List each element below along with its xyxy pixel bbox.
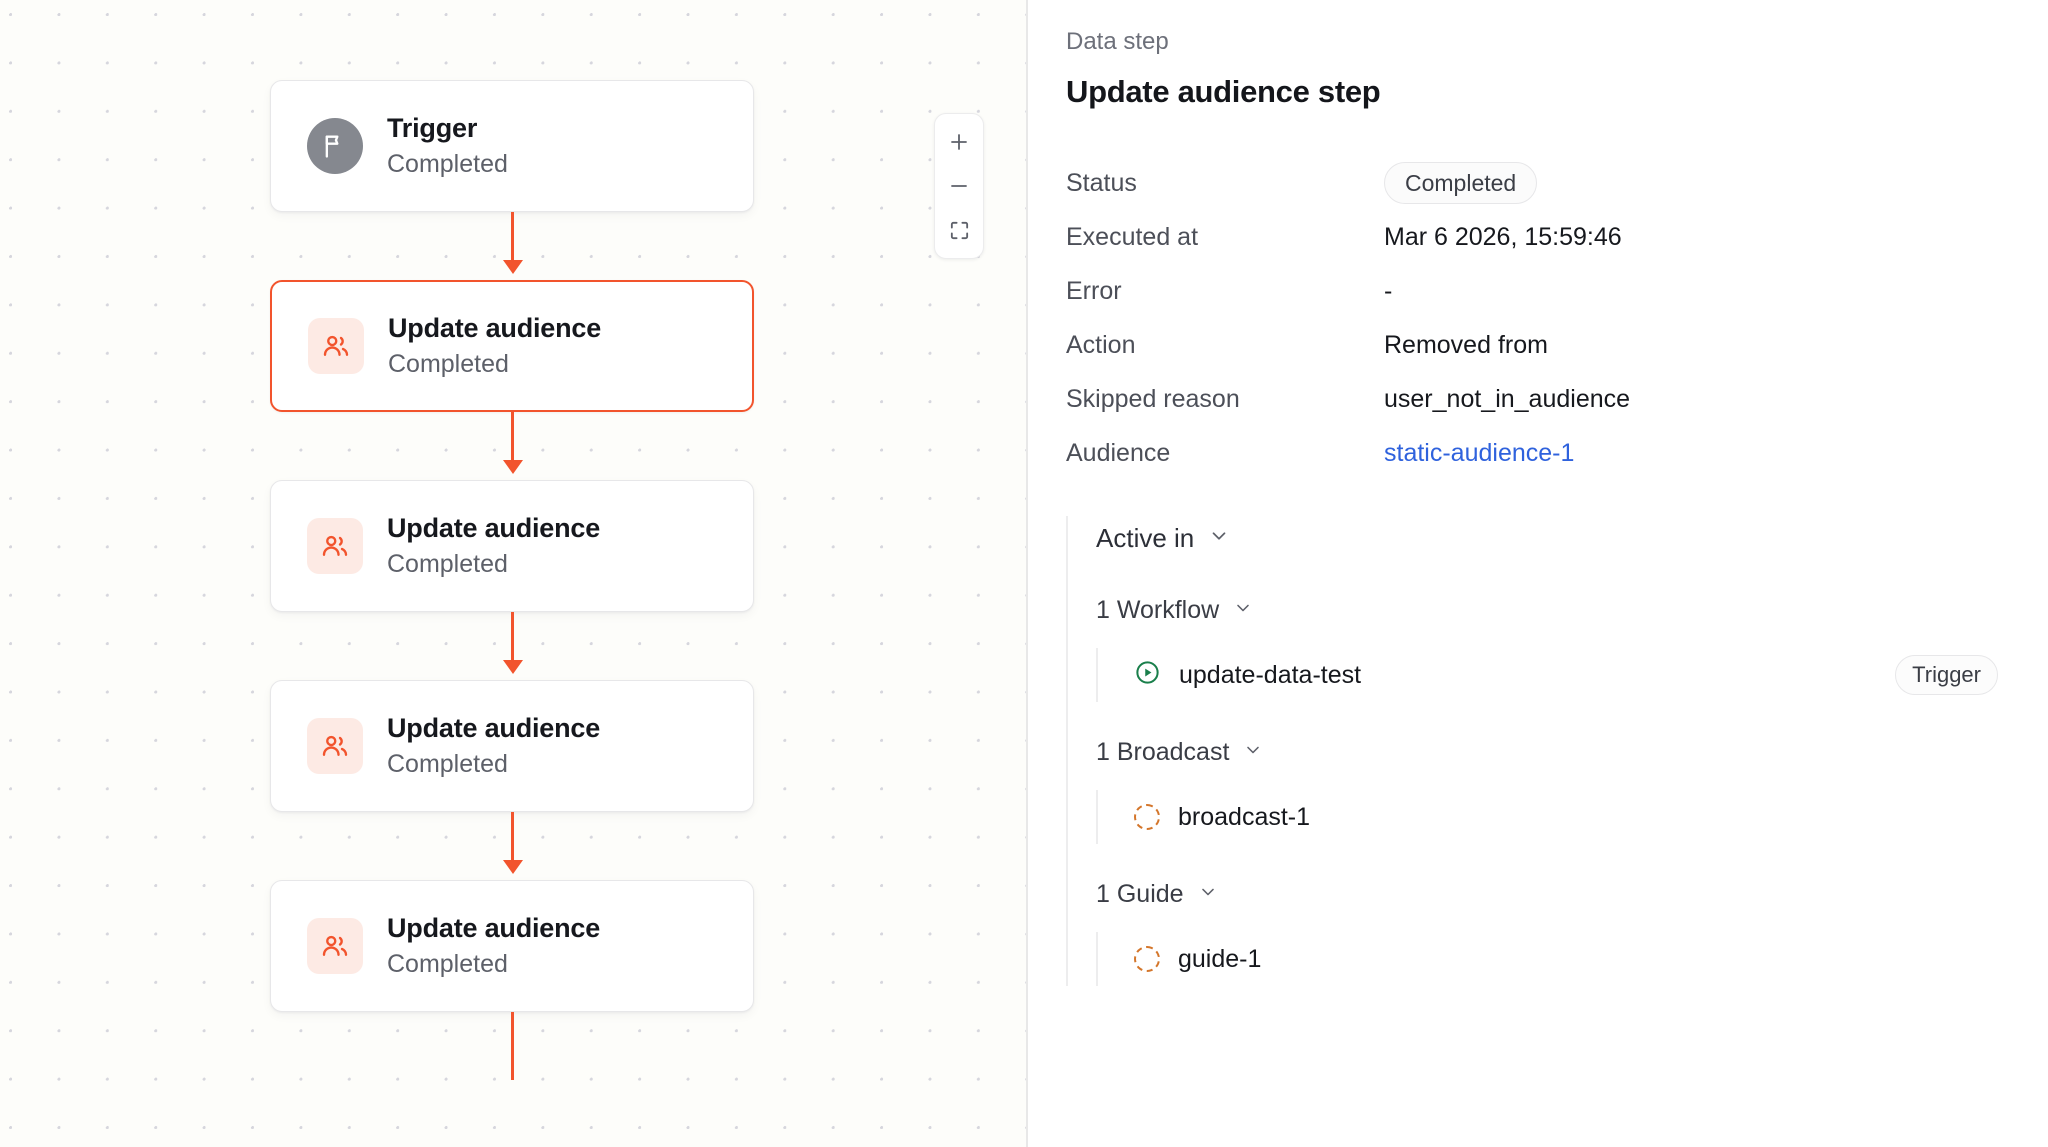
detail-value: user_not_in_audience: [1384, 384, 1631, 413]
connector-line: [511, 812, 514, 864]
list-item-label: guide-1: [1178, 944, 1262, 973]
group-label: 1 Broadcast: [1096, 737, 1230, 766]
users-icon: [307, 918, 363, 974]
users-icon: [308, 318, 364, 374]
connector-arrowhead: [503, 660, 523, 674]
node-status: Completed: [387, 550, 508, 579]
list-item[interactable]: guide-1: [1120, 932, 2006, 986]
node-text: Update audience Completed: [388, 313, 601, 379]
node-title: Update audience: [387, 913, 601, 944]
dashed-circle-icon: [1134, 804, 1160, 830]
page-title: Update audience step: [1066, 74, 1381, 109]
workflow-node-update-audience[interactable]: Update audience Completed: [270, 480, 754, 612]
connector-arrow: [270, 412, 754, 480]
users-icon: [307, 518, 363, 574]
group-toggle-workflow[interactable]: 1 Workflow: [1096, 588, 2006, 632]
detail-label: Action: [1066, 330, 1136, 359]
node-status: Completed: [387, 950, 508, 979]
detail-row-status: Status Completed: [1066, 156, 2006, 210]
detail-label: Error: [1066, 276, 1122, 305]
detail-value: Removed from: [1384, 330, 1548, 359]
connector-arrowhead: [503, 860, 523, 874]
node-text: Trigger Completed: [387, 113, 508, 179]
detail-row-skipped-reason: Skipped reason user_not_in_audience: [1066, 372, 2006, 426]
node-text: Update audience Completed: [387, 713, 600, 779]
chevron-down-icon: [1233, 598, 1253, 623]
list-item-label: broadcast-1: [1178, 802, 1311, 831]
dashed-circle-icon: [1134, 946, 1160, 972]
connector-arrowhead: [503, 460, 523, 474]
workflow-node-trigger[interactable]: Trigger Completed: [270, 80, 754, 212]
list-item[interactable]: broadcast-1: [1120, 790, 2006, 844]
canvas-zoom-controls: [934, 113, 984, 259]
workflow-node-update-audience[interactable]: Update audience Completed: [270, 680, 754, 812]
connector-arrow: [270, 212, 754, 280]
list-item[interactable]: update-data-test Trigger: [1120, 648, 2006, 702]
detail-label: Skipped reason: [1066, 384, 1240, 413]
list-item-label: update-data-test: [1179, 660, 1362, 689]
active-in-label: Active in: [1096, 522, 1195, 553]
fit-view-icon[interactable]: [934, 208, 984, 252]
detail-row-audience: Audience static-audience-1: [1066, 426, 2006, 480]
connector-line-trailing: [270, 1012, 754, 1080]
group-label: 1 Workflow: [1096, 595, 1220, 624]
node-status: Completed: [387, 750, 508, 779]
connector-line: [511, 1012, 514, 1080]
detail-row-error: Error -: [1066, 264, 2006, 318]
connector-line: [511, 612, 514, 664]
active-in-group-broadcast: 1 Broadcast broadcast-1: [1096, 730, 2006, 844]
active-in-group-guide: 1 Guide guide-1: [1096, 872, 2006, 986]
detail-value: Mar 6 2026, 15:59:46: [1384, 222, 1622, 251]
item-badge-trigger: Trigger: [1895, 655, 1998, 695]
active-in-toggle[interactable]: Active in: [1096, 516, 2006, 560]
chevron-down-icon: [1198, 882, 1218, 907]
connector-arrow: [270, 612, 754, 680]
node-text: Update audience Completed: [387, 513, 600, 579]
active-in-section: Active in 1 Workflow: [1066, 516, 2006, 986]
group-toggle-guide[interactable]: 1 Guide: [1096, 872, 2006, 916]
connector-line: [511, 212, 514, 264]
workflow-node-update-audience[interactable]: Update audience Completed: [270, 880, 754, 1012]
group-toggle-broadcast[interactable]: 1 Broadcast: [1096, 730, 2006, 774]
workflow-node-list: Trigger Completed: [270, 80, 754, 1080]
zoom-in-button[interactable]: [934, 120, 984, 164]
node-text: Update audience Completed: [387, 913, 600, 979]
node-status: Completed: [388, 350, 509, 379]
status-badge: Completed: [1384, 162, 1538, 204]
group-items: broadcast-1: [1096, 790, 2006, 844]
play-circle-icon: [1134, 659, 1161, 691]
node-title: Trigger: [387, 113, 478, 144]
detail-row-action: Action Removed from: [1066, 318, 2006, 372]
detail-rows: Status Completed Executed at Mar 6 2026,…: [1066, 156, 2006, 480]
panel-kicker: Data step: [1066, 28, 1169, 55]
zoom-out-button[interactable]: [934, 164, 984, 208]
detail-row-executed-at: Executed at Mar 6 2026, 15:59:46: [1066, 210, 2006, 264]
connector-arrowhead: [503, 260, 523, 274]
connector-line: [511, 412, 514, 464]
detail-label: Audience: [1066, 438, 1171, 467]
node-title: Update audience: [387, 513, 601, 544]
node-title: Update audience: [387, 713, 601, 744]
chevron-down-icon: [1208, 525, 1230, 552]
step-detail-panel: Data step Update audience step Status Co…: [1028, 0, 2046, 1147]
detail-label: Status: [1066, 168, 1137, 197]
connector-arrow: [270, 812, 754, 880]
active-in-group-workflow: 1 Workflow update-data-test: [1096, 588, 2006, 702]
group-label: 1 Guide: [1096, 879, 1184, 908]
node-status: Completed: [387, 150, 508, 179]
detail-label: Executed at: [1066, 222, 1199, 251]
node-title: Update audience: [388, 313, 602, 344]
workflow-node-update-audience-selected[interactable]: Update audience Completed: [270, 280, 754, 412]
detail-value: -: [1384, 276, 1393, 305]
chevron-down-icon: [1243, 740, 1263, 765]
users-icon: [307, 718, 363, 774]
flag-icon: [307, 118, 363, 174]
group-items: guide-1: [1096, 932, 2006, 986]
audience-link[interactable]: static-audience-1: [1384, 438, 1575, 467]
workflow-canvas[interactable]: Trigger Completed: [0, 0, 1028, 1147]
group-items: update-data-test Trigger: [1096, 648, 2006, 702]
